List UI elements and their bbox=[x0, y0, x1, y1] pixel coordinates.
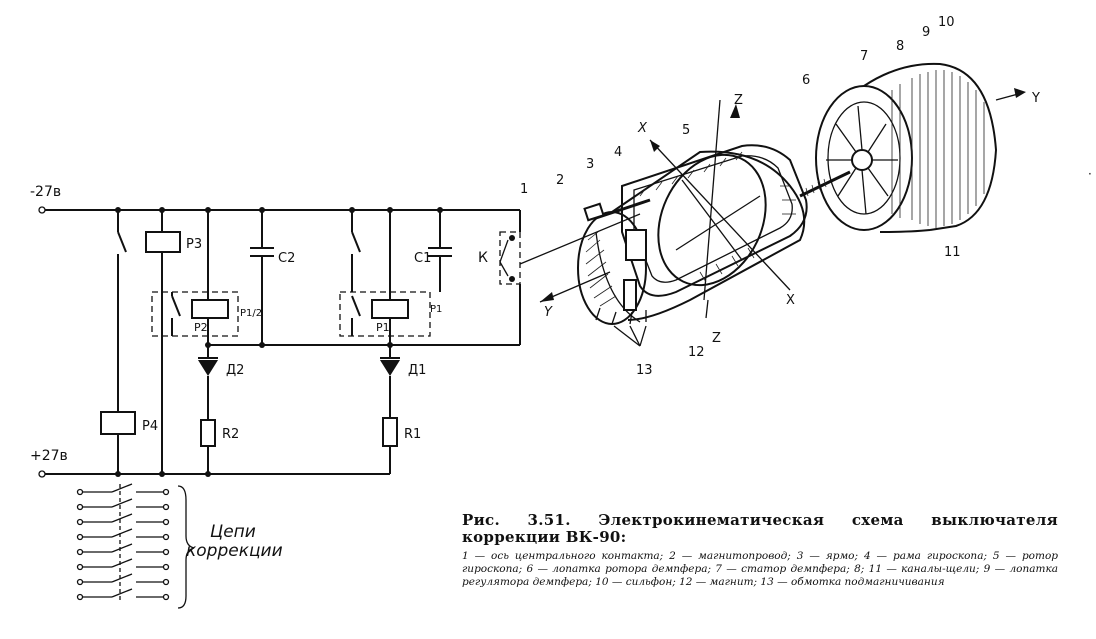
relay-p2-label: Р2 bbox=[194, 321, 208, 334]
axis-z-top: Z bbox=[734, 93, 743, 108]
relay-p3 bbox=[145, 231, 181, 253]
part-label-12: 12 bbox=[688, 345, 705, 360]
damper-hatching bbox=[891, 70, 985, 228]
axis-z-bottom: Z bbox=[712, 331, 721, 346]
caption-title: Рис. 3.51. Электрокинематическая схема в… bbox=[462, 511, 1058, 546]
contact-k-label: К bbox=[478, 250, 488, 266]
contact-k bbox=[499, 231, 521, 285]
relay-p2-tag: Р1/2 bbox=[240, 308, 262, 319]
relay-p4-label: Р4 bbox=[142, 419, 158, 434]
part-label-2: 2 bbox=[556, 173, 564, 188]
relay-p1-label: Р1 bbox=[376, 321, 390, 334]
part-labels: 1 2 3 4 5 6 7 8 9 10 11 12 13 X Z X Z Y … bbox=[520, 15, 1040, 378]
relay-p1 bbox=[371, 299, 409, 319]
caption-legend: 1 — ось центрального контакта; 2 — магни… bbox=[462, 550, 1058, 588]
resistor-r2 bbox=[200, 419, 216, 447]
axis-y-left: Y bbox=[544, 305, 553, 320]
gyro-frame bbox=[621, 144, 808, 297]
supply-top-label: -27в bbox=[30, 184, 61, 200]
part-label-10: 10 bbox=[938, 15, 955, 30]
electrical-schematic: -27в +27в Р4 Р3 Р2 Р bbox=[30, 184, 521, 609]
axis-x-top: X bbox=[637, 121, 648, 136]
axis-y-right: Y bbox=[1031, 91, 1040, 106]
damper-vanes bbox=[826, 105, 898, 215]
part-label-11: 11 bbox=[944, 245, 961, 260]
relay-p3-label: Р3 bbox=[186, 237, 202, 252]
diode-d2 bbox=[198, 360, 218, 376]
part-label-1: 1 bbox=[520, 182, 528, 197]
part-label-5: 5 bbox=[682, 123, 690, 138]
axis-x-bottom: X bbox=[786, 293, 795, 308]
relay-p1-tag: Р1 bbox=[430, 304, 442, 315]
part-label-13: 13 bbox=[636, 363, 653, 378]
part-label-8: 8 bbox=[896, 39, 904, 54]
relay-p1-group bbox=[339, 291, 431, 337]
part-label-9: 9 bbox=[922, 25, 930, 40]
resistor-r1-label: R1 bbox=[404, 427, 421, 442]
relay-p2-group bbox=[151, 291, 239, 337]
relay-p2 bbox=[191, 299, 229, 319]
capacitor-c2-label: С2 bbox=[278, 251, 295, 266]
magnet bbox=[623, 279, 637, 311]
diode-d1-label: Д1 bbox=[408, 363, 426, 378]
figure-caption: Рис. 3.51. Электрокинематическая схема в… bbox=[462, 512, 1058, 589]
chains-label-1: Цепи bbox=[210, 522, 256, 542]
capacitor-c1-label: С1 bbox=[414, 251, 431, 266]
svg-text:·: · bbox=[1088, 167, 1092, 181]
part-label-7: 7 bbox=[860, 49, 868, 64]
part-label-6: 6 bbox=[802, 73, 810, 88]
supply-top-terminal bbox=[38, 206, 46, 214]
supply-bottom-terminal bbox=[38, 470, 46, 478]
diode-d2-label: Д2 bbox=[226, 363, 244, 378]
part-label-4: 4 bbox=[614, 145, 622, 160]
relay-p4 bbox=[100, 411, 136, 435]
chains-label-2: коррекции bbox=[186, 541, 283, 561]
part-label-3: 3 bbox=[586, 157, 594, 172]
diode-d1 bbox=[380, 360, 400, 376]
resistor-r2-label: R2 bbox=[222, 427, 239, 442]
gyro-mechanism: · bbox=[519, 62, 1092, 347]
resistor-r1 bbox=[382, 417, 398, 447]
supply-bottom-label: +27в bbox=[30, 448, 68, 464]
brace bbox=[177, 485, 195, 609]
gyro-rotor bbox=[657, 153, 767, 287]
correction-contacts bbox=[76, 483, 195, 609]
